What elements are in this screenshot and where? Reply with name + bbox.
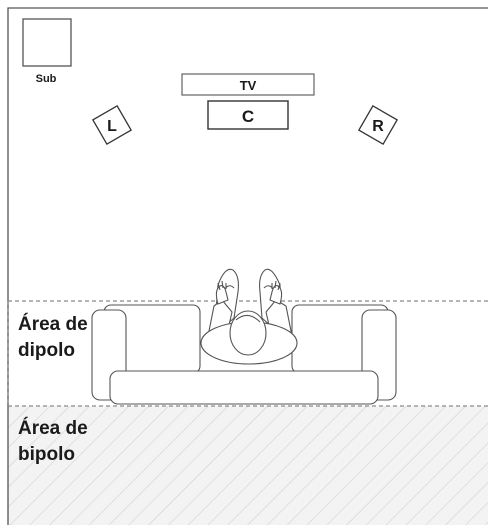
left-speaker-label: L	[107, 118, 117, 135]
subwoofer-label: Sub	[36, 73, 57, 85]
tv	[181, 73, 315, 96]
sofa-seat	[109, 370, 379, 405]
sofa	[91, 304, 397, 405]
bipolo-area-label: Área de bipolo	[18, 418, 88, 465]
listener-figure	[200, 268, 298, 365]
right-speaker-label: R	[372, 118, 384, 135]
bipolo-area	[8, 406, 488, 525]
subwoofer	[22, 18, 72, 67]
dipolo-area-boundary	[7, 300, 488, 407]
center-speaker-label: C	[242, 107, 254, 126]
tv-label: TV	[240, 78, 257, 93]
center-speaker	[207, 100, 289, 130]
right-speaker	[357, 104, 399, 146]
left-speaker	[91, 104, 133, 146]
dipolo-area-label: Área de dipolo	[18, 314, 88, 361]
